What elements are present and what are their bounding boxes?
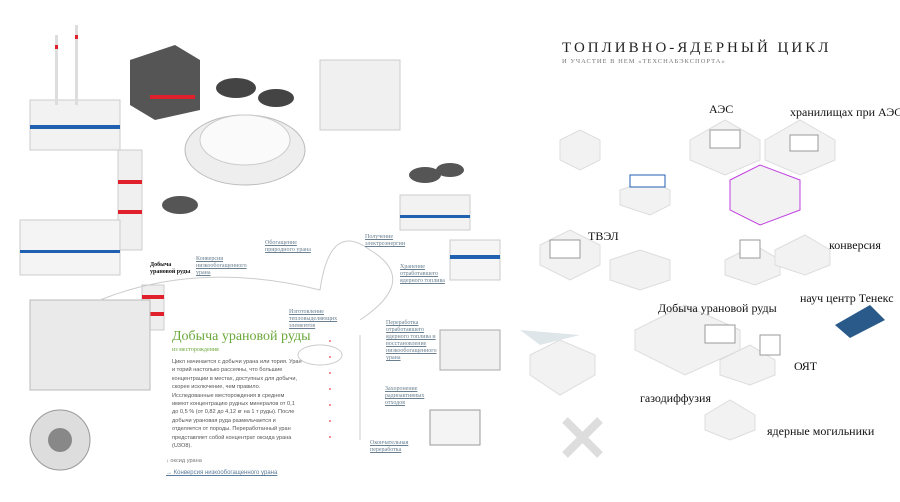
container-building-icon (130, 45, 200, 120)
map-label-repositories[interactable]: ядерные могильники (767, 424, 875, 438)
panel-output: ↓ оксид урана (166, 458, 202, 464)
map-label-tenex[interactable]: науч центр Тенекс (800, 291, 894, 305)
cycle-link-waste-disposal[interactable]: Захоронение радиоактивных отходов (385, 386, 425, 406)
next-step-link[interactable]: → Конверсия низкообогащенного урана (166, 470, 278, 476)
power-plant-icon (29, 25, 121, 151)
map-label-spent-fuel[interactable]: ОЯТ (794, 359, 818, 373)
cycle-link-spent-fuel-storage[interactable]: Хранение отработавшего ядерного топлива (400, 264, 445, 284)
map-label-gas-diffusion[interactable]: газодиффузия (640, 391, 711, 405)
cycle-diagram (99, 240, 394, 440)
panel-body: Цикл начинается с добычи урана или тория… (172, 359, 302, 450)
map-label-npp-storage[interactable]: хранилищах при АЭС (790, 105, 900, 119)
cycle-link-reprocessing[interactable]: Переработка отработавшего ядерного топли… (386, 320, 437, 361)
factory-icon (19, 219, 151, 471)
map-label-tvel[interactable]: ТВЭЛ (588, 229, 619, 243)
industrial-illustration (19, 25, 501, 471)
hexagon-tiles (529, 119, 836, 441)
map-label-npp[interactable]: АЭС (709, 102, 734, 116)
cycle-link-conversion[interactable]: Конверсия низкообогащенного урана (196, 256, 247, 276)
facility-map (520, 119, 885, 458)
tenex-logo-shape (835, 305, 885, 338)
panel-title: Добыча урановой руды (172, 329, 311, 344)
map-label-conversion[interactable]: конверсия (829, 238, 881, 252)
cycle-link-enrichment[interactable]: Обогащение природного урана (265, 240, 311, 253)
map-label-mining[interactable]: Добыча урановой руды (658, 301, 777, 315)
mining-tag: Добыча урановой руды (150, 262, 191, 275)
cycle-link-fuel-fabrication[interactable]: Изготовление тепловыделяющих элементов (289, 309, 338, 329)
panel-subtitle: из месторождения (172, 347, 219, 353)
triangle-tile (520, 330, 580, 345)
cycle-link-final-processing[interactable]: Окончательная переработка (370, 440, 409, 453)
cycle-link-electricity[interactable]: Получение электроэнергии (365, 234, 406, 247)
cross-tile (562, 417, 603, 458)
reactor-dome-icon (184, 78, 306, 186)
page-subtitle: И УЧАСТИЕ В НЕМ «ТЕХСНАБЭКСПОРТА» (562, 58, 726, 65)
refinery-icon (162, 59, 501, 446)
page-title: ТОПЛИВНО-ЯДЕРНЫЙ ЦИКЛ (562, 40, 832, 56)
